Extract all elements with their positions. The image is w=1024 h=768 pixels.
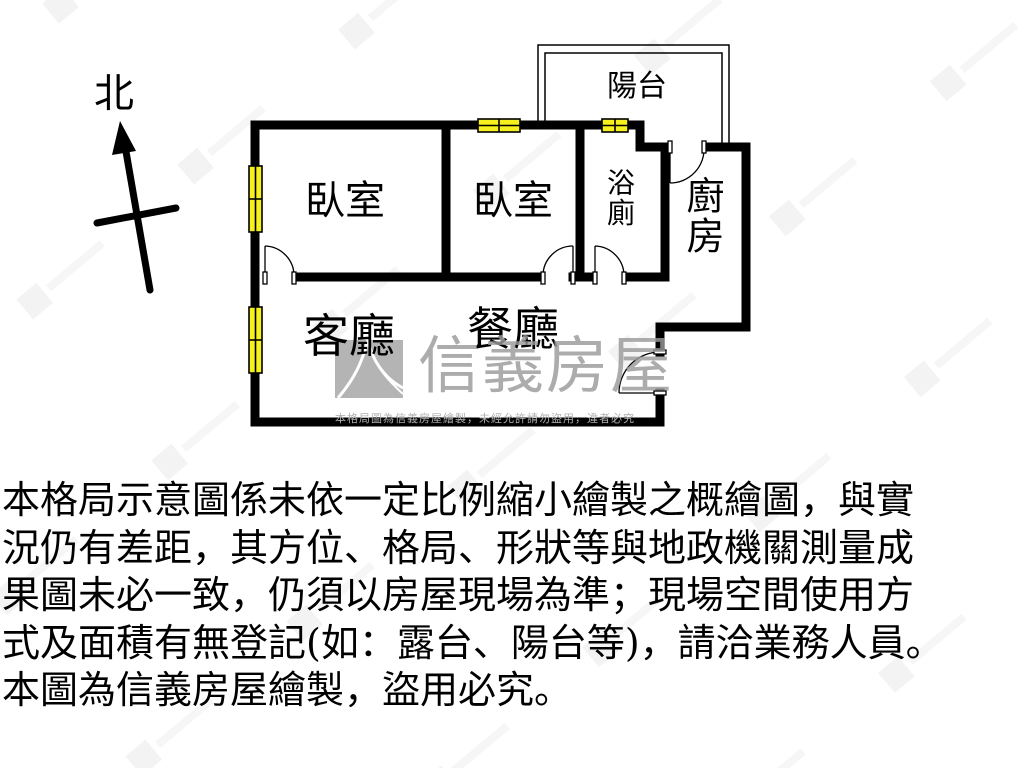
- room-label-bedroom-2: 臥室: [473, 178, 553, 224]
- disclaimer-line: 本格局示意圖係未依一定比例縮小繪製之概繪圖，與實: [2, 478, 915, 522]
- room-label-dining-room: 餐廳: [467, 302, 559, 356]
- disclaimer-line: 果圖未必一致，仍須以房屋現場為準；現場空間使用方: [2, 573, 915, 617]
- door-bedroom-1-icon: [262, 245, 297, 285]
- room-label-kitchen: 廚房: [680, 176, 724, 256]
- room-label-bathroom: 浴廁: [603, 168, 636, 228]
- north-arrow-icon: [93, 121, 180, 294]
- windows: [248, 118, 629, 374]
- room-label-bedroom-1: 臥室: [305, 178, 385, 224]
- door-entrance-icon: [618, 349, 667, 396]
- window-left-upper: [248, 165, 263, 233]
- disclaimer-line: 式及面積有無登記(如：露台、陽台等)，請洽業務人員。: [2, 620, 944, 665]
- room-label-living-room: 客廳: [303, 309, 395, 363]
- north-label: 北: [94, 71, 134, 117]
- window-top-bedroom: [477, 118, 521, 133]
- copyright-watermark: 本格局圖為信義房屋繪製，未經允許請勿盜用，違者必究: [335, 412, 635, 425]
- doors: [262, 140, 707, 396]
- door-balcony-icon: [667, 140, 707, 184]
- balcony-outline: [537, 44, 730, 145]
- brand-watermark: 信義房屋: [418, 329, 675, 402]
- door-bedroom-2-icon: [540, 245, 576, 285]
- window-left-lower: [248, 306, 263, 374]
- disclaimer-text: 本格局示意圖係未依一定比例縮小繪製之概繪圖，與實 況仍有差距，其方位、格局、形狀…: [2, 477, 1022, 715]
- floor-plan: [93, 44, 751, 427]
- window-top-bath: [601, 118, 629, 133]
- room-label-balcony: 陽台: [607, 69, 667, 104]
- disclaimer-line: 本圖為信義房屋繪製，盜用必究。: [2, 668, 573, 712]
- door-bathroom-icon: [592, 245, 627, 285]
- disclaimer-line: 況仍有差距，其方位、格局、形狀等與地政機關測量成: [2, 525, 915, 570]
- brand-logo-icon: [335, 339, 404, 399]
